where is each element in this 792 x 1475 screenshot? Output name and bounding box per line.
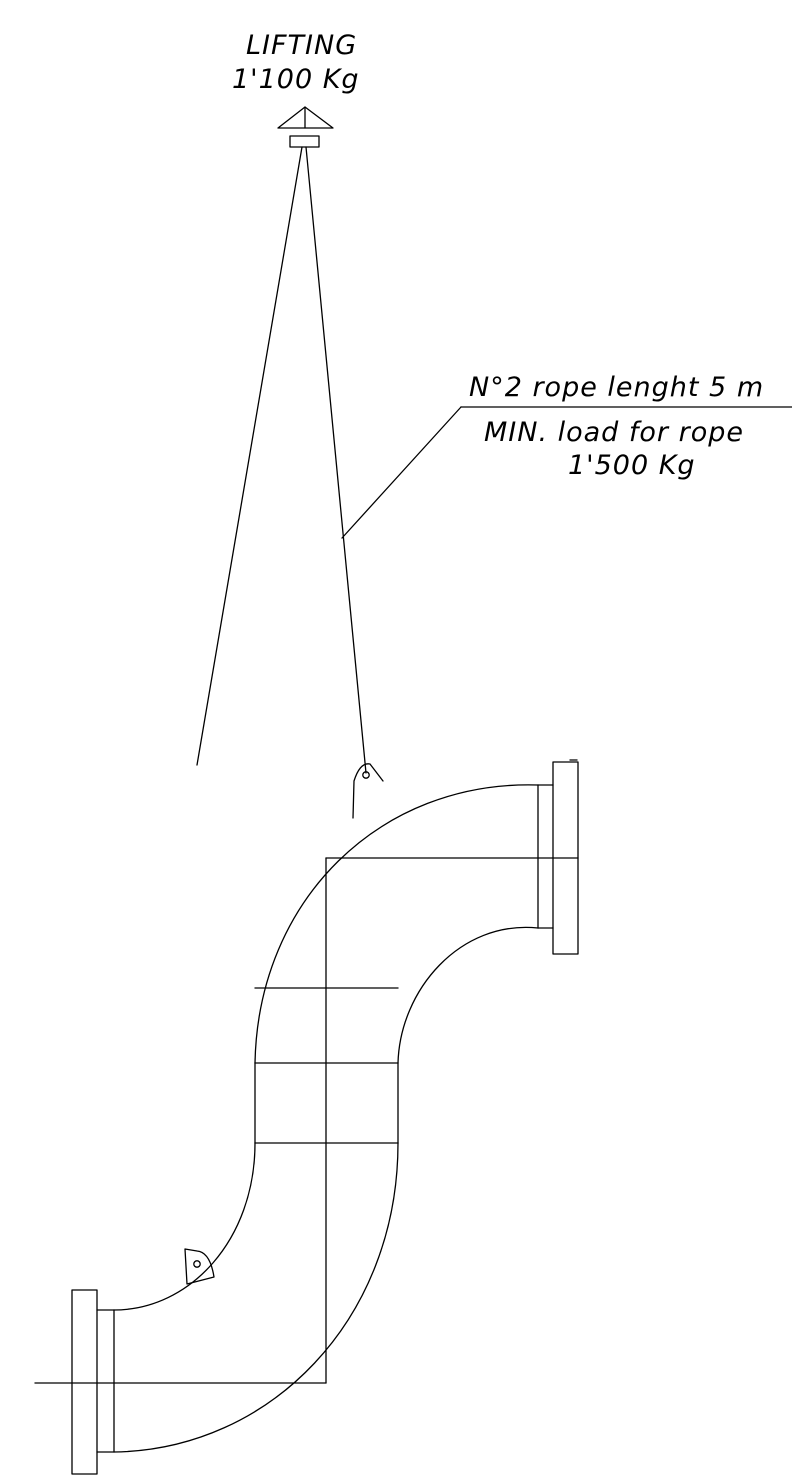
rope-note-line3: 1'500 Kg xyxy=(568,450,696,481)
lifting-load: 1'100 Kg xyxy=(232,64,360,95)
straight-spool xyxy=(254,1062,399,1144)
rope-note-callout: N°2 rope lenght 5 m MIN. load for rope 1… xyxy=(341,372,792,539)
hook-symbol xyxy=(277,106,334,148)
rope-right xyxy=(305,146,367,774)
lifting-lug-right xyxy=(352,763,384,819)
lower-elbow xyxy=(113,1142,399,1453)
rope-left xyxy=(196,146,303,766)
rope-note-line1: N°2 rope lenght 5 m xyxy=(469,372,764,403)
upper-elbow xyxy=(254,784,539,1064)
centerlines xyxy=(34,857,579,1384)
rope-note-line2: MIN. load for rope xyxy=(484,417,744,448)
lifting-lug-left xyxy=(184,1248,215,1285)
flange-bottom-left xyxy=(71,1289,115,1475)
flange-top-right xyxy=(537,759,579,955)
lifting-title: LIFTING xyxy=(246,30,357,61)
